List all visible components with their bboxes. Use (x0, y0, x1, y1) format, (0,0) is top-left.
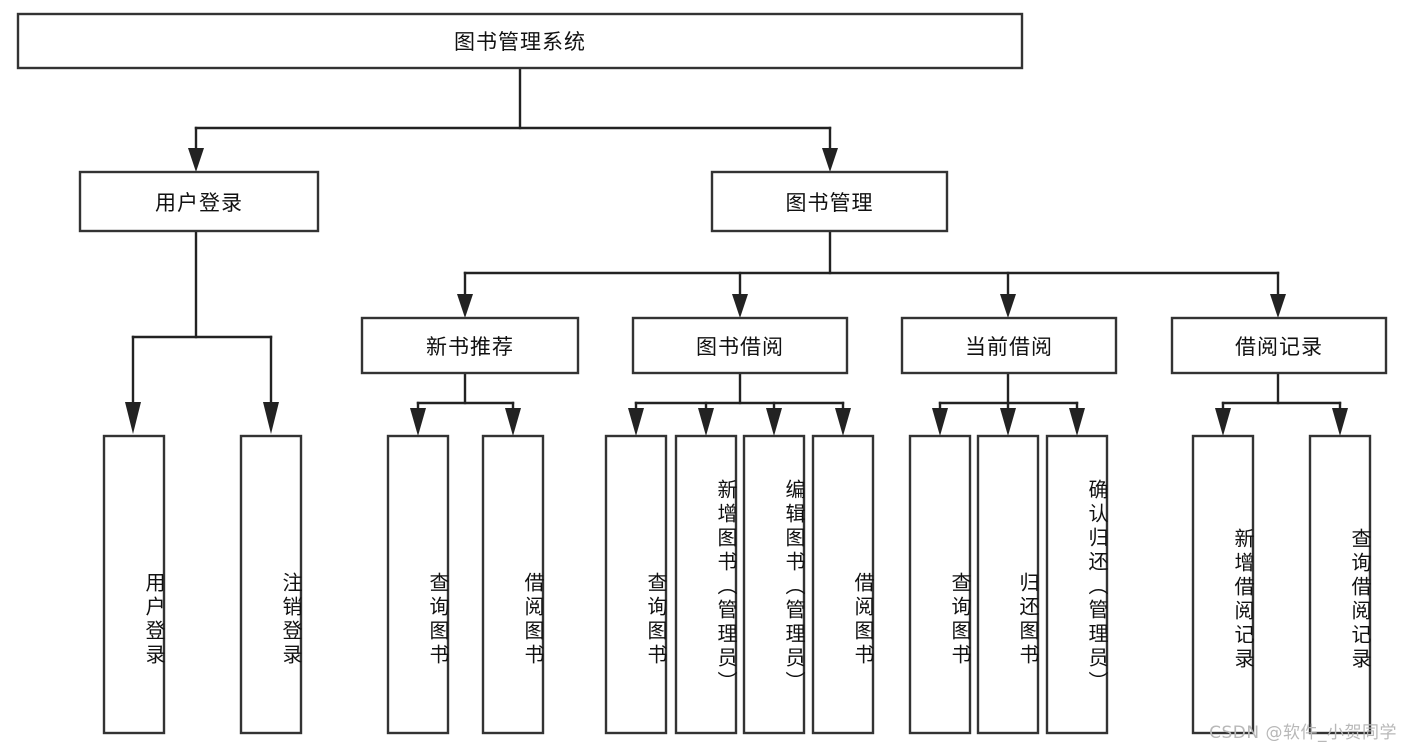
label-new-book-recommend: 新书推荐 (426, 334, 514, 359)
node-box-leaf-return-book[interactable] (976, 434, 1040, 735)
arrowhead-current-l3 (1069, 408, 1085, 436)
node-box-leaf-logout[interactable] (239, 434, 303, 735)
node-box-leaf-edit-book-admin[interactable] (742, 434, 806, 735)
arrowhead-borrow-l4 (835, 408, 851, 436)
arrowhead-borrow-l2 (698, 408, 714, 436)
label-leaf-logout: 注销登录 (279, 572, 303, 668)
label-leaf-query-borrow-record: 查询借阅记录 (1348, 528, 1372, 672)
arrowhead-to-borrow (732, 294, 748, 318)
label-leaf-query-book-2: 查询图书 (644, 572, 668, 668)
label-leaf-borrow-book-1: 借阅图书 (521, 572, 545, 668)
arrowhead-current-l2 (1000, 408, 1016, 436)
connector-group-book-mgmt (457, 229, 1286, 318)
node-box-leaf-confirm-return-admin[interactable] (1045, 434, 1109, 735)
label-leaf-user-login: 用户登录 (142, 572, 166, 668)
arrowhead-current-l1 (932, 408, 948, 436)
csdn-watermark: CSDN @软件_小贺同学 (1209, 723, 1397, 743)
node-box-user-login[interactable] (78, 170, 320, 233)
node-box-book-borrow[interactable] (631, 316, 849, 375)
label-root: 图书管理系统 (454, 30, 586, 54)
arrowhead-newbook-l1 (410, 408, 426, 436)
node-box-book-management[interactable] (710, 170, 949, 233)
arrowhead-record-l1 (1215, 408, 1231, 436)
connector-group-user-login (125, 229, 279, 434)
arrowhead-root-to-book (822, 148, 838, 172)
label-current-borrow: 当前借阅 (965, 334, 1053, 359)
label-leaf-add-book-admin: 新增图书（管理员） (714, 479, 738, 695)
label-leaf-edit-book-admin: 编辑图书（管理员） (782, 479, 806, 695)
arrowhead-user-leaf2 (263, 402, 279, 434)
label-leaf-return-book: 归还图书 (1016, 572, 1040, 668)
connector-group-record (1215, 371, 1348, 436)
node-box-leaf-query-borrow-record[interactable] (1308, 434, 1372, 735)
arrowhead-root-to-user (188, 148, 204, 172)
arrowhead-record-l2 (1332, 408, 1348, 436)
node-box-leaf-user-login[interactable] (102, 434, 166, 735)
connector-group-borrow (628, 371, 851, 436)
arrowhead-to-newbook (457, 294, 473, 318)
label-book-management: 图书管理 (785, 190, 874, 215)
label-leaf-query-book-1: 查询图书 (426, 572, 450, 668)
node-box-leaf-add-borrow-record[interactable] (1191, 434, 1255, 735)
label-leaf-confirm-return-admin: 确认归还（管理员） (1085, 479, 1109, 695)
arrowhead-to-record (1270, 294, 1286, 318)
label-leaf-borrow-book-2: 借阅图书 (851, 572, 875, 668)
node-box-leaf-add-book-admin[interactable] (674, 434, 738, 735)
node-box-leaf-query-book-2[interactable] (604, 434, 668, 735)
node-box-borrow-record[interactable] (1170, 316, 1388, 375)
node-box-leaf-borrow-book-1[interactable] (481, 434, 545, 735)
node-box-leaf-borrow-book-2[interactable] (811, 434, 875, 735)
arrowhead-to-current (1000, 294, 1016, 318)
node-box-root[interactable] (16, 12, 1024, 70)
node-box-new-book-recommend[interactable] (360, 316, 580, 375)
label-book-borrow: 图书借阅 (696, 334, 784, 359)
node-box-leaf-query-book-3[interactable] (908, 434, 972, 735)
arrowhead-borrow-l3 (766, 408, 782, 436)
arrowhead-user-leaf1 (125, 402, 141, 434)
arrowhead-borrow-l1 (628, 408, 644, 436)
connector-group-root (188, 66, 838, 172)
arrowhead-newbook-l2 (505, 408, 521, 436)
connector-group-newbook (410, 371, 521, 436)
label-leaf-query-book-3: 查询图书 (948, 572, 972, 668)
label-leaf-add-borrow-record: 新增借阅记录 (1231, 528, 1255, 672)
node-box-leaf-query-book-1[interactable] (386, 434, 450, 735)
label-borrow-record: 借阅记录 (1235, 334, 1323, 359)
connector-group-current (932, 371, 1085, 436)
node-box-current-borrow[interactable] (900, 316, 1118, 375)
label-user-login: 用户登录 (155, 190, 243, 215)
